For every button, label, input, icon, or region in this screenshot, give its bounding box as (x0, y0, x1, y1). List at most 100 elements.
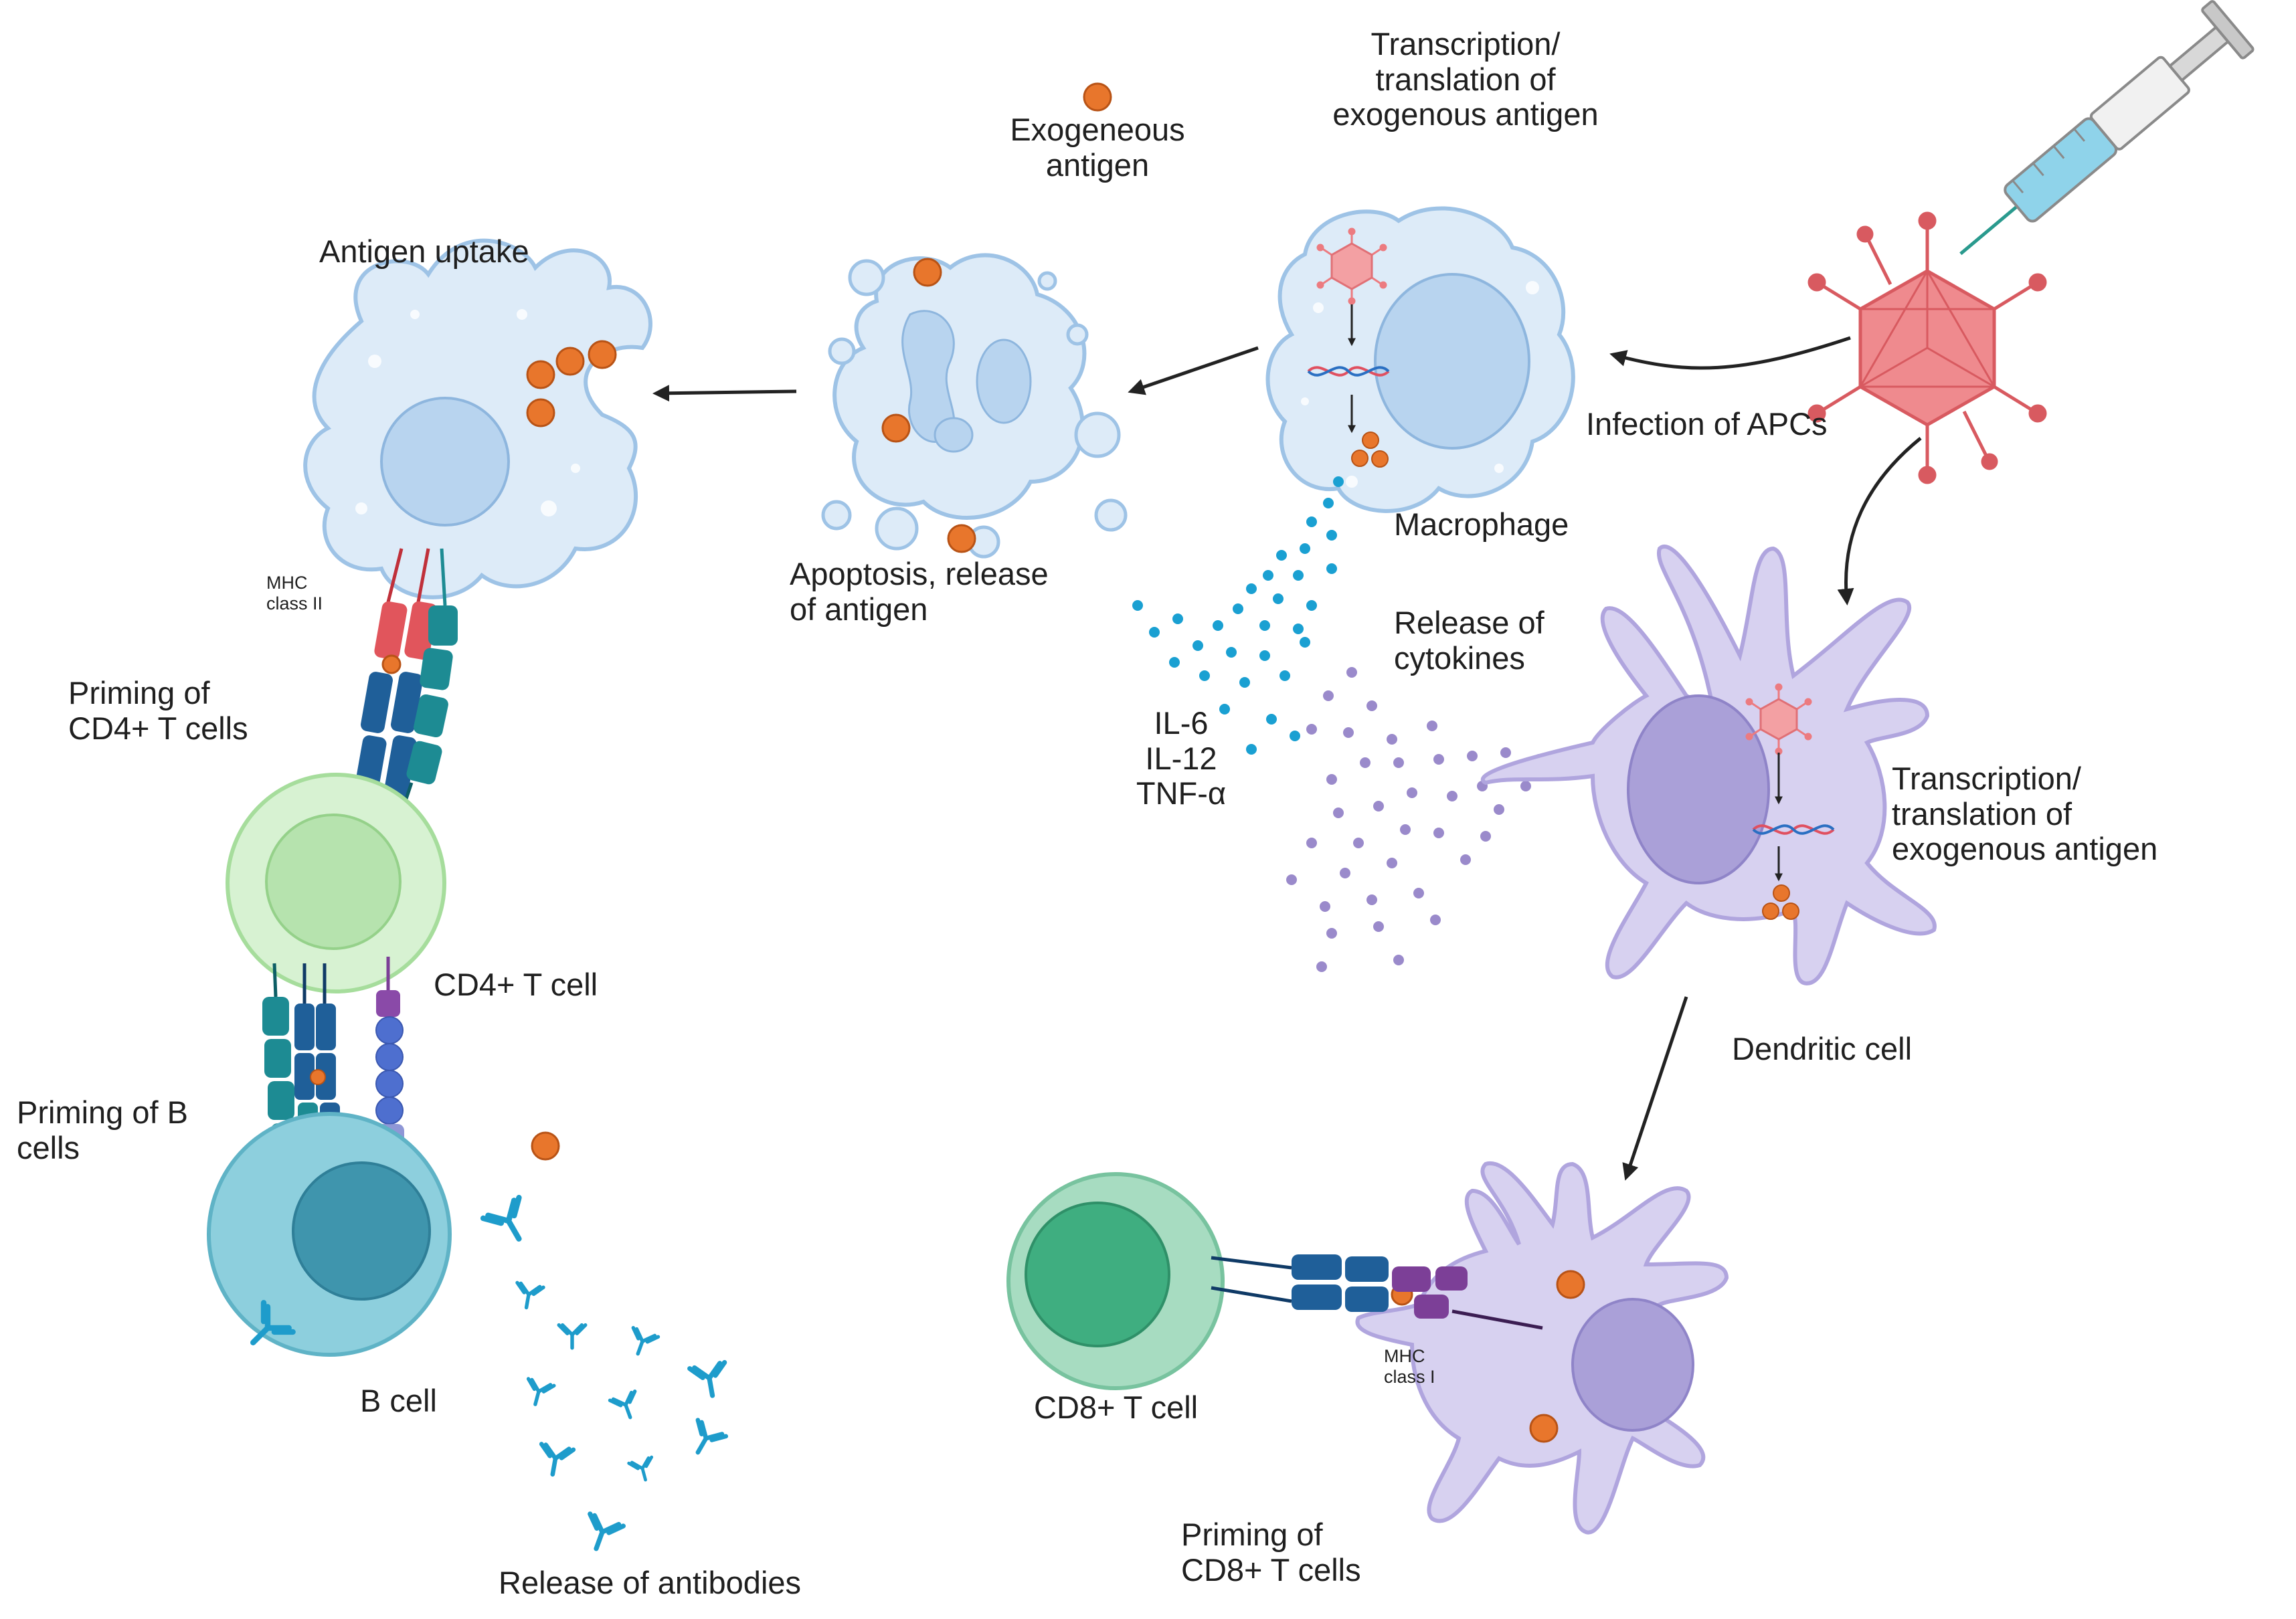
cytokine-dot (1430, 915, 1441, 925)
antibody-icon (695, 1418, 729, 1455)
cytokine-dot (1393, 757, 1404, 768)
cytokine-dot (1276, 550, 1287, 561)
cytokine-dot (1353, 838, 1364, 848)
cytokine-dot (1279, 670, 1290, 681)
cytokine-dot (1306, 838, 1317, 848)
dendritic-cell-bottom (1355, 1161, 1729, 1535)
antibody-icon (539, 1442, 576, 1477)
label-infection-of-apcs: Infection of APCs (1586, 406, 1828, 442)
antibodies (250, 1195, 729, 1551)
cytokine-dot (1306, 516, 1317, 527)
cytokine-dot (1333, 476, 1344, 487)
label-transcription-top: Transcription/ translation of exogenous … (1332, 26, 1599, 132)
cytokine-dot (1360, 757, 1371, 768)
label-priming-cd8: Priming of CD8+ T cells (1181, 1517, 1361, 1588)
cytokine-dot (1323, 690, 1334, 701)
cytokine-dot (1393, 955, 1404, 965)
label-cd8-t-cell: CD8+ T cell (1034, 1390, 1199, 1425)
antibody-icon (526, 1377, 556, 1406)
cytokine-dot (1366, 894, 1377, 905)
cytokine-dot (1480, 831, 1491, 842)
cytokine-dot (1226, 647, 1237, 658)
antibody-icon (588, 1511, 626, 1551)
cytokine-dot (1246, 744, 1257, 755)
cytokine-dot (1259, 620, 1270, 631)
cytokine-dot (1323, 498, 1334, 508)
exogeneous-antigen-dot (1083, 82, 1112, 112)
cytokine-dot (1413, 888, 1424, 898)
cytokine-dot (1346, 667, 1357, 678)
cytokine-dot (1326, 774, 1337, 785)
arrow-apoptosis-to-uptake (652, 385, 797, 402)
cytokine-dot (1387, 858, 1397, 868)
cytokine-dot (1494, 804, 1504, 815)
cytokine-dot (1286, 874, 1297, 885)
cytokine-dot (1373, 801, 1384, 812)
cytokine-dot (1387, 734, 1397, 745)
label-cytokines-list: IL-6 IL-12 TNF-α (1136, 705, 1227, 812)
cytokine-dot (1343, 727, 1354, 738)
antibody-icon (515, 1280, 545, 1310)
cytokine-dot (1433, 828, 1444, 838)
syringe-icon (1959, 0, 2255, 256)
cd4-t-cell (226, 773, 446, 993)
cytokine-dot (1259, 650, 1270, 661)
cytokine-dot (1199, 670, 1210, 681)
antibody-icon (687, 1359, 727, 1398)
label-release-of-antibodies: Release of antibodies (499, 1565, 802, 1600)
cytokine-dot (1193, 640, 1203, 651)
dna-icon (1307, 366, 1390, 377)
cytokine-dot (1320, 901, 1330, 912)
cytokine-dot (1300, 637, 1310, 648)
cytokine-dot (1169, 657, 1180, 668)
cytokine-dot (1239, 677, 1250, 688)
b-cell (207, 1112, 560, 1357)
label-b-cell: B cell (360, 1383, 437, 1418)
apoptotic-cell (821, 253, 1128, 559)
dendritic-cell (1480, 545, 1937, 986)
label-transcription-right: Transcription/ translation of exogenous … (1892, 761, 2158, 867)
cytokine-dot (1366, 700, 1377, 711)
antibody-icon (480, 1195, 522, 1242)
cytokine-dot (1273, 593, 1284, 604)
label-exogeneous-antigen: Exogeneous antigen (1010, 112, 1185, 183)
label-dendritic-cell: Dendritic cell (1732, 1031, 1913, 1066)
cd8-t-cell (1006, 1172, 1225, 1390)
cytokine-dot (1266, 714, 1277, 725)
cytokine-dot (1433, 754, 1444, 765)
label-priming-cd4: Priming of CD4+ T cells (68, 675, 248, 746)
cytokine-dot (1500, 747, 1511, 758)
cytokine-dot (1213, 620, 1223, 631)
cytokine-dot (1290, 731, 1300, 741)
cytokine-dot (1427, 721, 1437, 731)
flow-arrows (652, 336, 1922, 1181)
cytokine-dot (1340, 868, 1350, 878)
cytokine-dot (1233, 603, 1243, 614)
cytokine-dot (1306, 724, 1317, 735)
cytokine-dot (1467, 751, 1478, 761)
arrow-dendritic-to-cd8 (1622, 996, 1688, 1181)
label-cd4-t-cell: CD4+ T cell (434, 967, 598, 1002)
virus-icon (1807, 211, 2047, 484)
label-macrophage: Macrophage (1394, 506, 1569, 542)
cytokine-dot (1263, 570, 1273, 581)
cytokine-dot (1326, 530, 1337, 541)
antibody-icon (627, 1455, 654, 1482)
antigen-uptake-cell (303, 238, 652, 599)
cd4-b-cell-receptors (262, 957, 404, 1198)
arrow-infection-to-dendritic (1837, 437, 1922, 605)
cytokine-dot (1520, 781, 1531, 791)
antibody-icon (608, 1389, 637, 1420)
cytokine-dot (1373, 921, 1384, 932)
label-mhc-class-ii: MHC class II (266, 573, 323, 614)
cytokine-dot (1460, 854, 1471, 865)
mhc-class-i-tcr-complex (1211, 1254, 1543, 1330)
macrophage-cell (1265, 206, 1575, 513)
arrow-macrophage-to-apoptosis (1128, 346, 1259, 395)
label-apoptosis: Apoptosis, release of antigen (790, 556, 1049, 627)
antibody-icon (250, 1300, 296, 1345)
cytokine-dot (1293, 624, 1304, 634)
label-antigen-uptake: Antigen uptake (319, 233, 529, 269)
cytokine-dot (1333, 807, 1344, 818)
